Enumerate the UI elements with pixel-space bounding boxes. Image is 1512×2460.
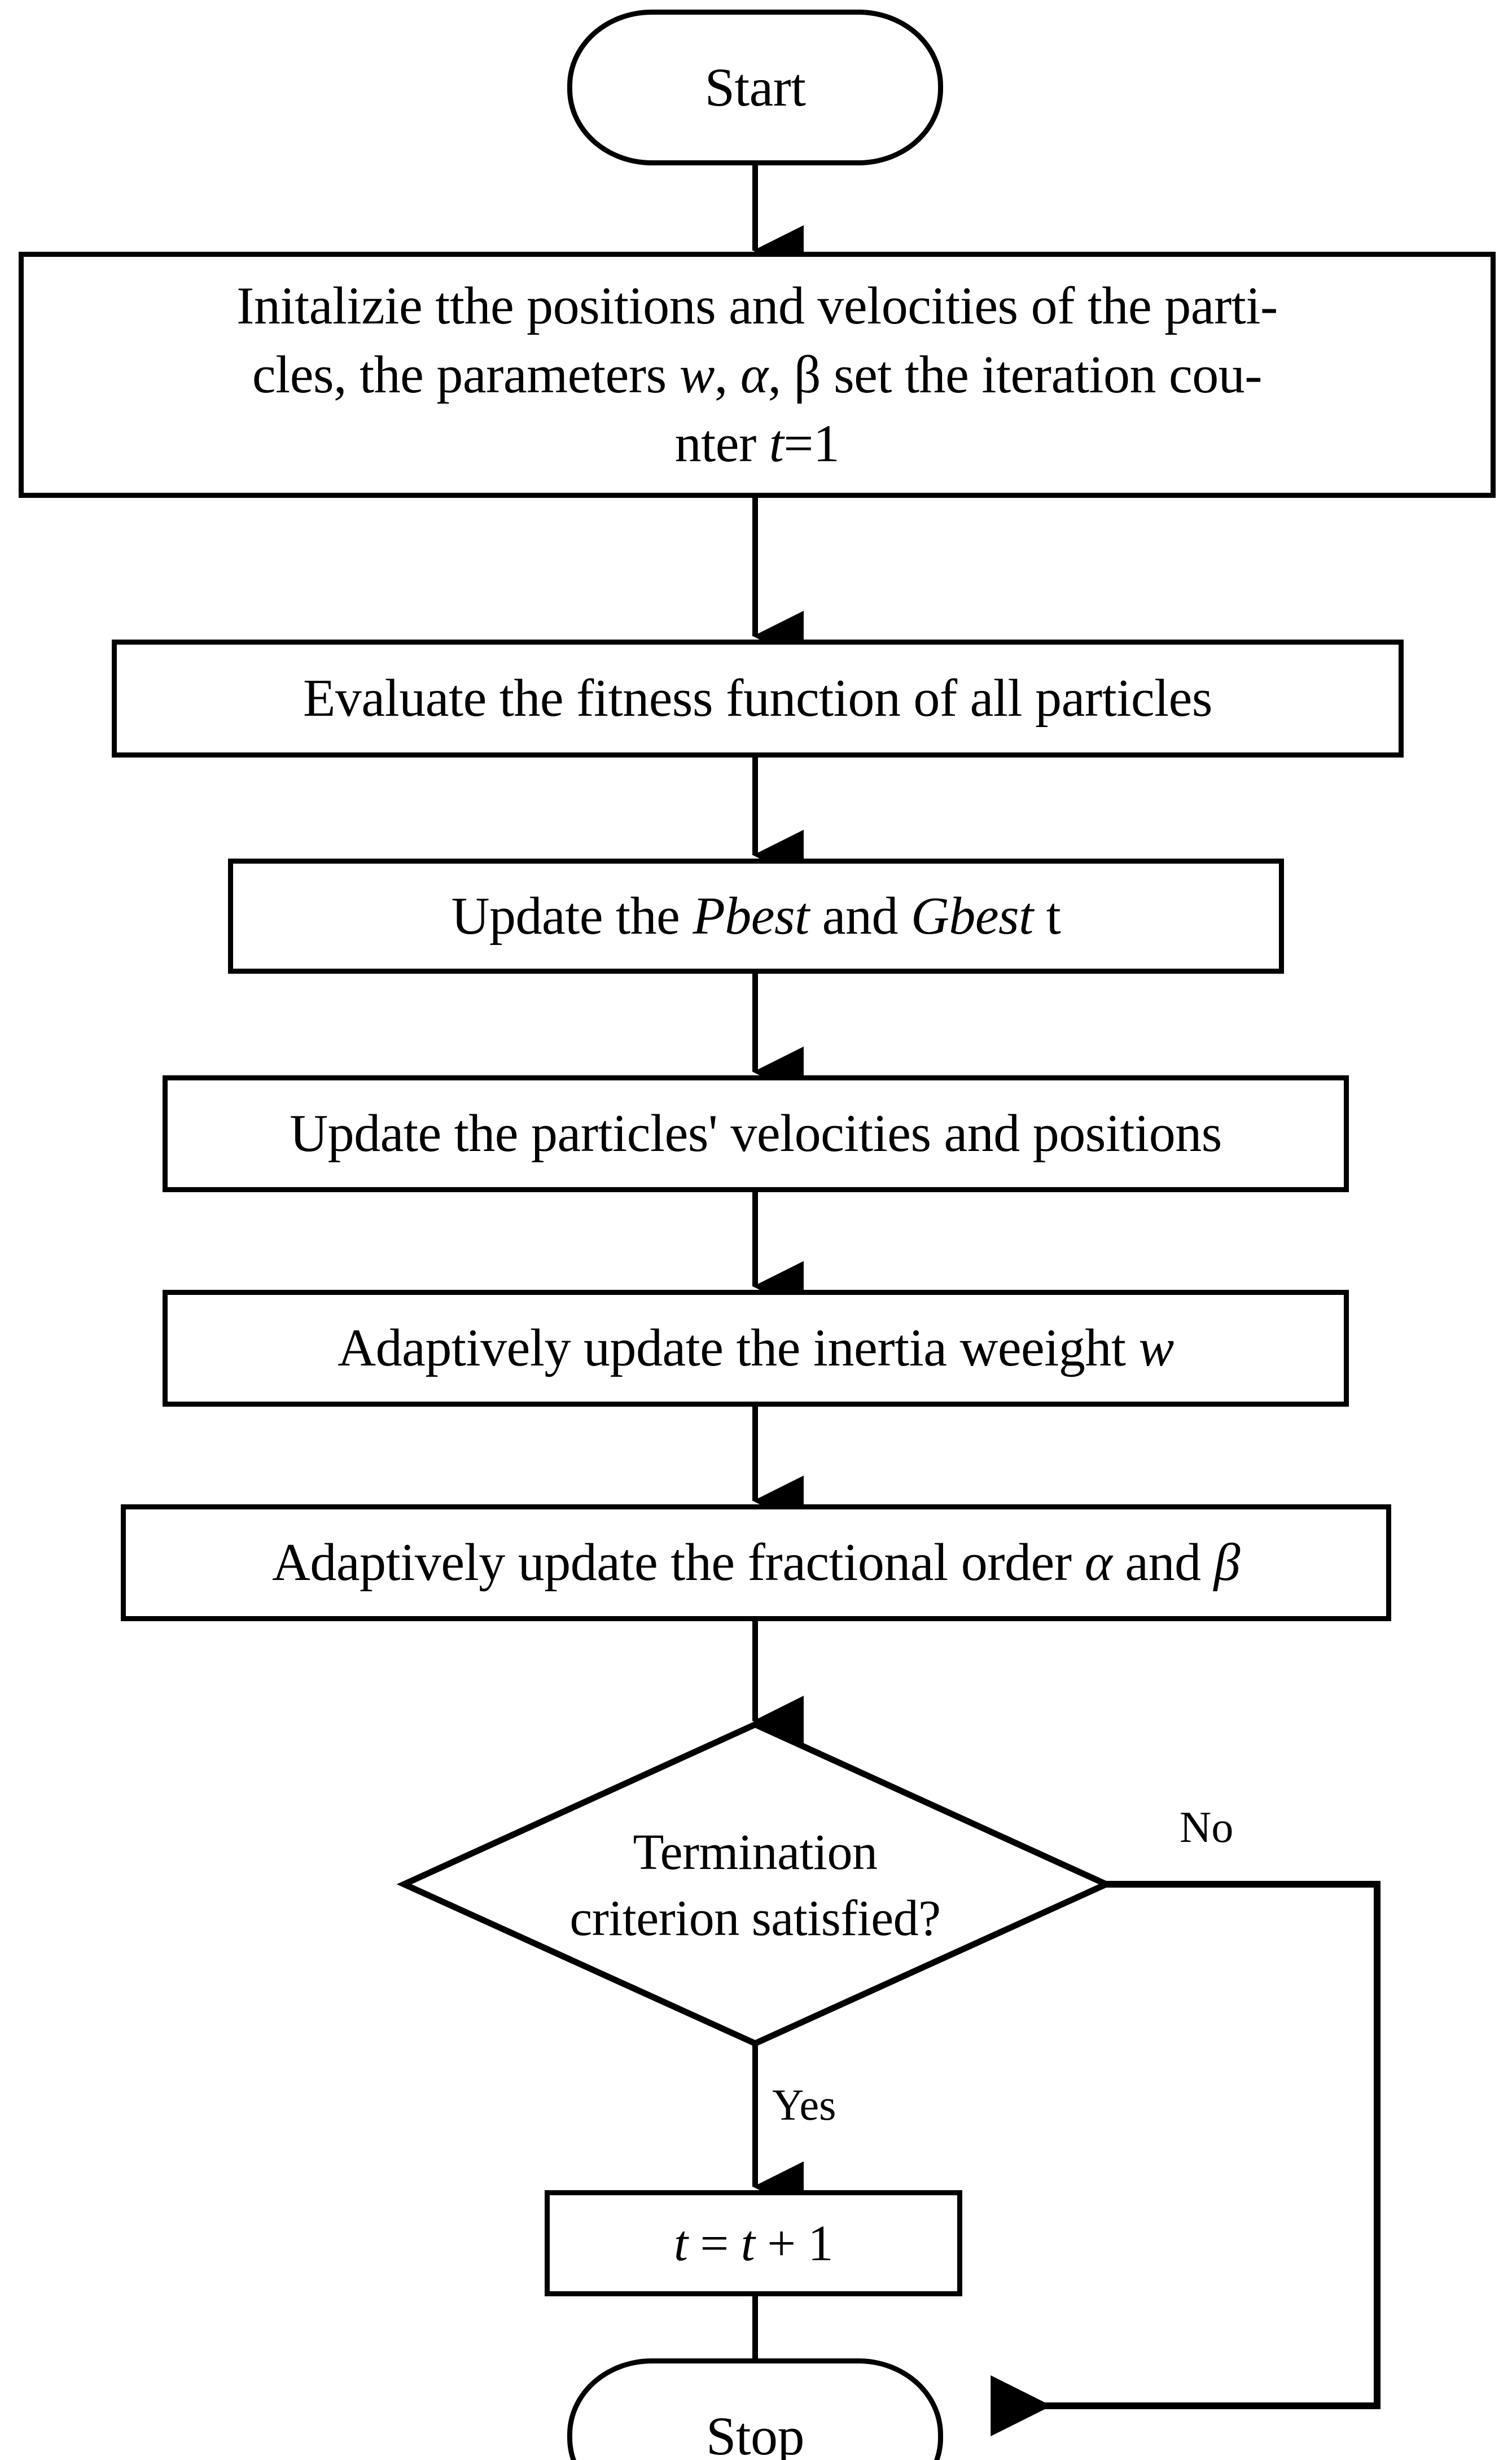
- update-best-suffix: t: [1033, 886, 1061, 946]
- update-fractional-prefix: Adaptively update the fractional order: [272, 1533, 1085, 1592]
- node-start-label: Start: [704, 56, 806, 117]
- update-best-prefix: Update the: [451, 886, 693, 946]
- node-initialize[interactable]: Initalizie tthe positions and velocities…: [19, 252, 1496, 498]
- increment-symbol-t-right: t: [740, 2215, 755, 2271]
- edge-label-yes: Yes: [772, 2080, 836, 2129]
- node-update-best[interactable]: Update the Pbest and Gbest t: [228, 859, 1284, 974]
- edge-label-no: No: [1180, 1802, 1234, 1851]
- node-update-fractional-order[interactable]: Adaptively update the fractional order α…: [121, 1504, 1391, 1621]
- update-fractional-symbol-beta: β: [1213, 1533, 1241, 1592]
- node-start[interactable]: Start: [567, 10, 943, 165]
- node-increment-counter-label: t = t + 1: [550, 2211, 957, 2277]
- node-stop[interactable]: Stop: [567, 2358, 943, 2460]
- update-best-mid: and: [809, 886, 911, 946]
- node-update-inertia-weight[interactable]: Adaptively update the inertia weeight w: [163, 1290, 1349, 1407]
- node-increment-counter[interactable]: t = t + 1: [545, 2190, 962, 2296]
- initialize-symbol-w: w: [679, 345, 715, 404]
- update-best-gbest: Gbest: [910, 886, 1033, 946]
- edge-termination-no-to-stop: [991, 1881, 1380, 2436]
- increment-plus-one: + 1: [755, 2215, 834, 2271]
- termination-line-2: criterion satisfied?: [569, 1890, 941, 1946]
- node-evaluate-fitness-label: Evaluate the fitness function of all par…: [303, 669, 1212, 728]
- increment-symbol-t-left: t: [673, 2215, 688, 2271]
- termination-line-1: Termination: [633, 1824, 878, 1880]
- node-update-fractional-order-label: Adaptively update the fractional order α…: [126, 1528, 1386, 1597]
- initialize-symbol-t: t: [769, 414, 784, 474]
- node-stop-label: Stop: [705, 2405, 805, 2460]
- initialize-line-3-a: nter: [674, 414, 769, 474]
- node-termination-decision-label: Termination criterion satisfied?: [473, 1819, 1037, 1951]
- initialize-line-2-a: cles, the parameters: [252, 345, 680, 404]
- initialize-line-2-d: set the iteration cou-: [821, 345, 1263, 404]
- initialize-line-2-b: ,: [714, 345, 740, 404]
- update-inertia-symbol-w: w: [1138, 1319, 1174, 1378]
- initialize-line-1: Initalizie tthe positions and velocities…: [236, 276, 1278, 335]
- node-update-velocity-position-label: Update the particles' velocities and pos…: [290, 1104, 1222, 1163]
- node-evaluate-fitness[interactable]: Evaluate the fitness function of all par…: [112, 640, 1404, 758]
- update-best-pbest: Pbest: [693, 886, 809, 946]
- initialize-symbol-beta: β: [794, 345, 821, 404]
- update-fractional-symbol-alpha: α: [1084, 1533, 1112, 1592]
- initialize-line-3-b: =1: [783, 414, 840, 474]
- node-update-velocity-position[interactable]: Update the particles' velocities and pos…: [163, 1075, 1349, 1192]
- node-update-inertia-weight-label: Adaptively update the inertia weeight w: [168, 1314, 1344, 1382]
- increment-equals: =: [687, 2215, 741, 2271]
- initialize-line-2-c: ,: [768, 345, 794, 404]
- node-update-best-label: Update the Pbest and Gbest t: [233, 882, 1279, 951]
- node-termination-decision[interactable]: Termination criterion satisfied?: [473, 1784, 1037, 1987]
- node-initialize-label: Initalizie tthe positions and velocities…: [38, 272, 1476, 479]
- update-inertia-prefix: Adaptively update the inertia weeight: [338, 1319, 1139, 1378]
- update-fractional-mid: and: [1112, 1533, 1214, 1592]
- initialize-symbol-alpha: α: [740, 345, 768, 404]
